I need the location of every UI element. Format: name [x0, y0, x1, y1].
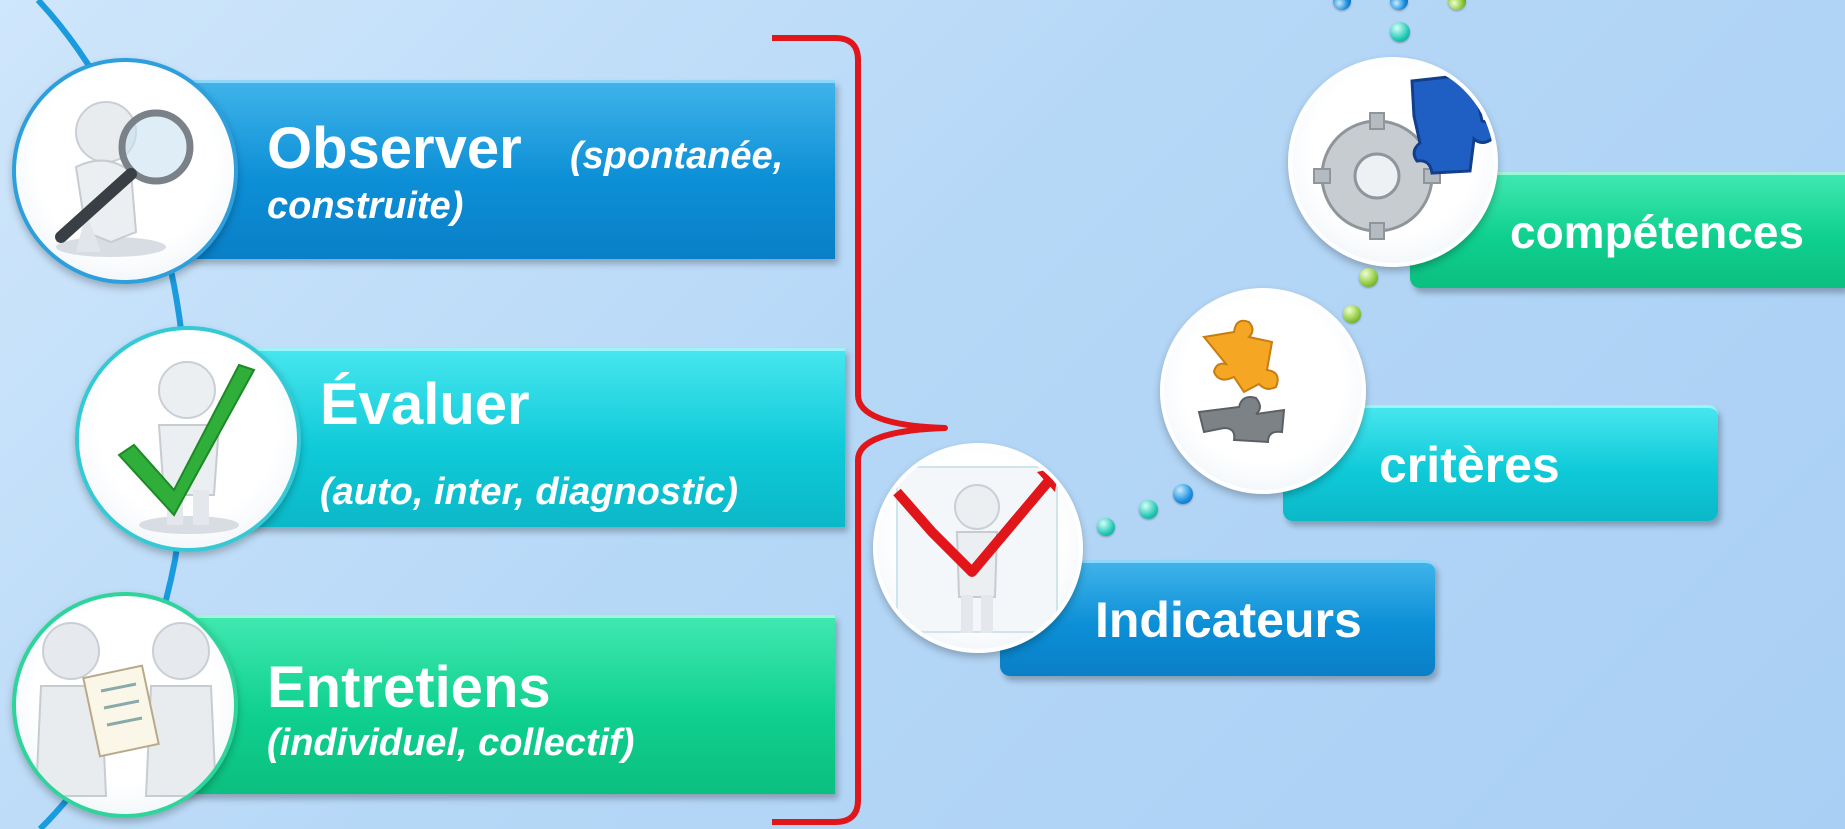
connector-dot	[1173, 484, 1193, 504]
puzzle-pieces-icon	[1160, 288, 1366, 494]
connector-dot	[1359, 268, 1378, 287]
observer-subtitle-inline: (spontanée,	[570, 135, 784, 177]
gears-puzzle-icon	[1288, 57, 1498, 267]
evaluer-title: Évaluer	[320, 372, 530, 437]
criteres-label: critères	[1379, 437, 1560, 493]
magnifier-figure-icon	[12, 58, 238, 284]
entretiens-banner: Entretiens (individuel, collectif)	[165, 615, 835, 794]
competences-label: compétences	[1510, 206, 1805, 258]
checkmark-figure-icon	[75, 326, 301, 552]
entretiens-title: Entretiens	[267, 655, 551, 720]
interview-figures-icon	[12, 592, 238, 818]
connector-dot	[1343, 305, 1361, 323]
observer-subtitle-line2: construite)	[267, 185, 464, 227]
connector-dot	[1390, 22, 1410, 42]
connector-dot	[1333, 0, 1351, 10]
connector-dot	[1139, 500, 1158, 519]
indicateurs-label: Indicateurs	[1095, 592, 1362, 648]
indicateurs-banner: Indicateurs	[1000, 560, 1435, 676]
growth-chart-figure-icon	[873, 443, 1083, 653]
observer-banner: Observer (spontanée, construite)	[165, 80, 835, 259]
entretiens-subtitle: (individuel, collectif)	[267, 722, 635, 764]
evaluer-subtitle: (auto, inter, diagnostic)	[320, 471, 739, 513]
connector-dot	[1097, 518, 1115, 536]
connector-dot	[1390, 0, 1408, 10]
evaluer-banner: Évaluer (auto, inter, diagnostic)	[230, 348, 845, 527]
observer-title: Observer	[267, 116, 522, 181]
connector-dot	[1448, 0, 1466, 10]
